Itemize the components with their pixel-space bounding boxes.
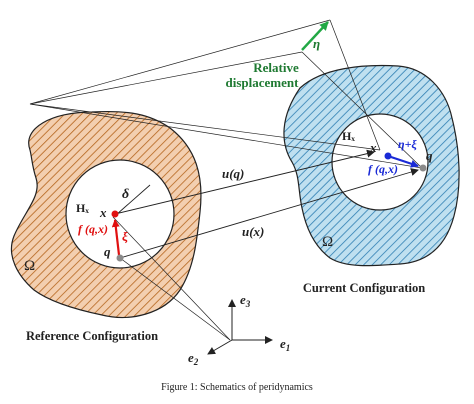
eta-arrow (301, 21, 329, 51)
reference-x-label: x (99, 205, 107, 220)
figure-caption: Figure 1: Schematics of peridynamics (161, 382, 313, 393)
reference-point-x (111, 210, 119, 218)
reference-point-q (116, 254, 124, 262)
relative-displacement-line2: displacement (226, 75, 300, 90)
relative-displacement-line1: Relative (253, 60, 299, 75)
eta-label: η (313, 36, 320, 51)
reference-q-label: q (104, 244, 111, 259)
current-f-label: f (q,x) (368, 162, 398, 176)
coordinate-axes (207, 299, 273, 355)
u-x-arrow (119, 168, 419, 259)
current-q-label: q (426, 148, 433, 163)
axis-e2-label: e2 (188, 350, 199, 367)
current-configuration-label: Current Configuration (303, 281, 425, 295)
current-bond-arrow (387, 154, 419, 168)
reference-configuration-label: Reference Configuration (26, 329, 158, 343)
reference-bond-arrow (111, 219, 121, 256)
u-x-label: u(x) (242, 224, 264, 239)
reference-horizon-circle (65, 159, 175, 269)
reference-hx-label: Hₓ (76, 201, 89, 215)
reference-omega-label: Ω (24, 258, 35, 274)
axis-e1-label: e1 (280, 336, 290, 353)
u-q-arrow (114, 149, 375, 215)
current-point-q (419, 164, 427, 172)
reference-xi-label: ξ (122, 229, 128, 244)
delta-label: δ (122, 187, 129, 202)
current-omega-label: Ω (322, 234, 333, 250)
horizon-radius-line (115, 184, 151, 216)
projection-lines (29, 19, 423, 341)
axis-e3-label: e3 (240, 292, 251, 309)
reference-f-label: f (q,x) (78, 222, 108, 236)
current-eta-xi-label: η+ξ (398, 137, 417, 151)
current-hx-label: Hₓ (342, 129, 355, 143)
current-x-label: x (369, 140, 377, 155)
current-point-x (384, 152, 392, 160)
u-q-label: u(q) (222, 166, 244, 181)
